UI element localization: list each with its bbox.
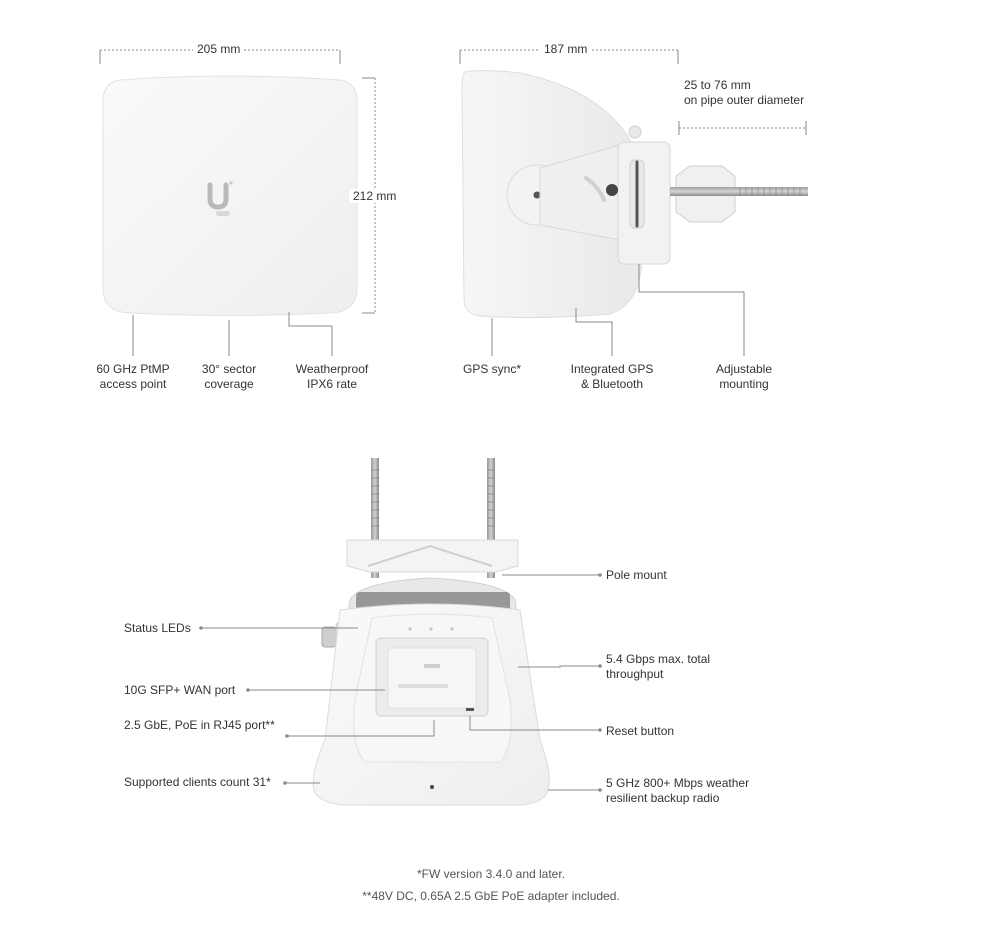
label-throughput: 5.4 Gbps max. total throughput [606,652,710,682]
label-weatherproof-line1: Weatherproof [295,362,369,376]
label-integrated-gps-line1: Integrated GPS [570,362,654,376]
dim-pipe-range-1: 25 to 76 mm [684,78,751,92]
leader-dots [199,573,602,792]
rear-view-device [312,458,550,806]
footnote-poe: **48V DC, 0.65A 2.5 GbE PoE adapter incl… [362,889,620,903]
label-sector: 30° sector coverage [179,362,279,392]
label-sector-line1: 30° sector [201,362,257,376]
label-adjustable: Adjustable mounting [694,362,794,392]
label-sector-line2: coverage [204,377,254,391]
label-throughput-line2: throughput [606,667,664,681]
label-ptmp-line1: 60 GHz PtMP [96,362,170,376]
ui-logo-icon [207,181,233,216]
label-weatherproof: Weatherproof IPX6 rate [277,362,387,392]
label-reset-button: Reset button [606,724,675,738]
front-view-device [102,75,358,316]
label-backup-radio-line1: 5 GHz 800+ Mbps weather [606,776,750,790]
dim-line-pipe [678,121,807,135]
label-backup-radio: 5 GHz 800+ Mbps weather resilient backup… [606,776,749,806]
label-gps-sync: GPS sync* [462,362,522,376]
label-rj45-port: 2.5 GbE, PoE in RJ45 port** [124,718,275,732]
dim-front-width: 205 mm [193,42,245,56]
bottom-leader-lines [201,574,600,791]
label-adjustable-line2: mounting [719,377,769,391]
dim-side-depth: 187 mm [540,42,592,56]
label-sfp-port: 10G SFP+ WAN port [124,683,236,697]
footnote-fw: *FW version 3.4.0 and later. [416,867,566,881]
dim-front-height: 212 mm [349,189,401,203]
label-integrated-gps-line2: & Bluetooth [580,377,644,391]
label-backup-radio-line2: resilient backup radio [606,791,720,805]
label-status-leds: Status LEDs [124,621,191,635]
label-weatherproof-line2: IPX6 rate [306,377,358,391]
label-clients: Supported clients count 31* [124,775,271,789]
top-leader-lines [132,264,745,356]
label-throughput-line1: 5.4 Gbps max. total [606,652,711,666]
dim-pipe-range-2: on pipe outer diameter [684,93,805,107]
label-ptmp-line2: access point [99,377,167,391]
label-integrated-gps: Integrated GPS & Bluetooth [557,362,667,392]
label-ptmp: 60 GHz PtMP access point [73,362,193,392]
label-pole-mount: Pole mount [606,568,667,582]
side-view-device [461,70,808,319]
label-adjustable-line1: Adjustable [715,362,773,376]
